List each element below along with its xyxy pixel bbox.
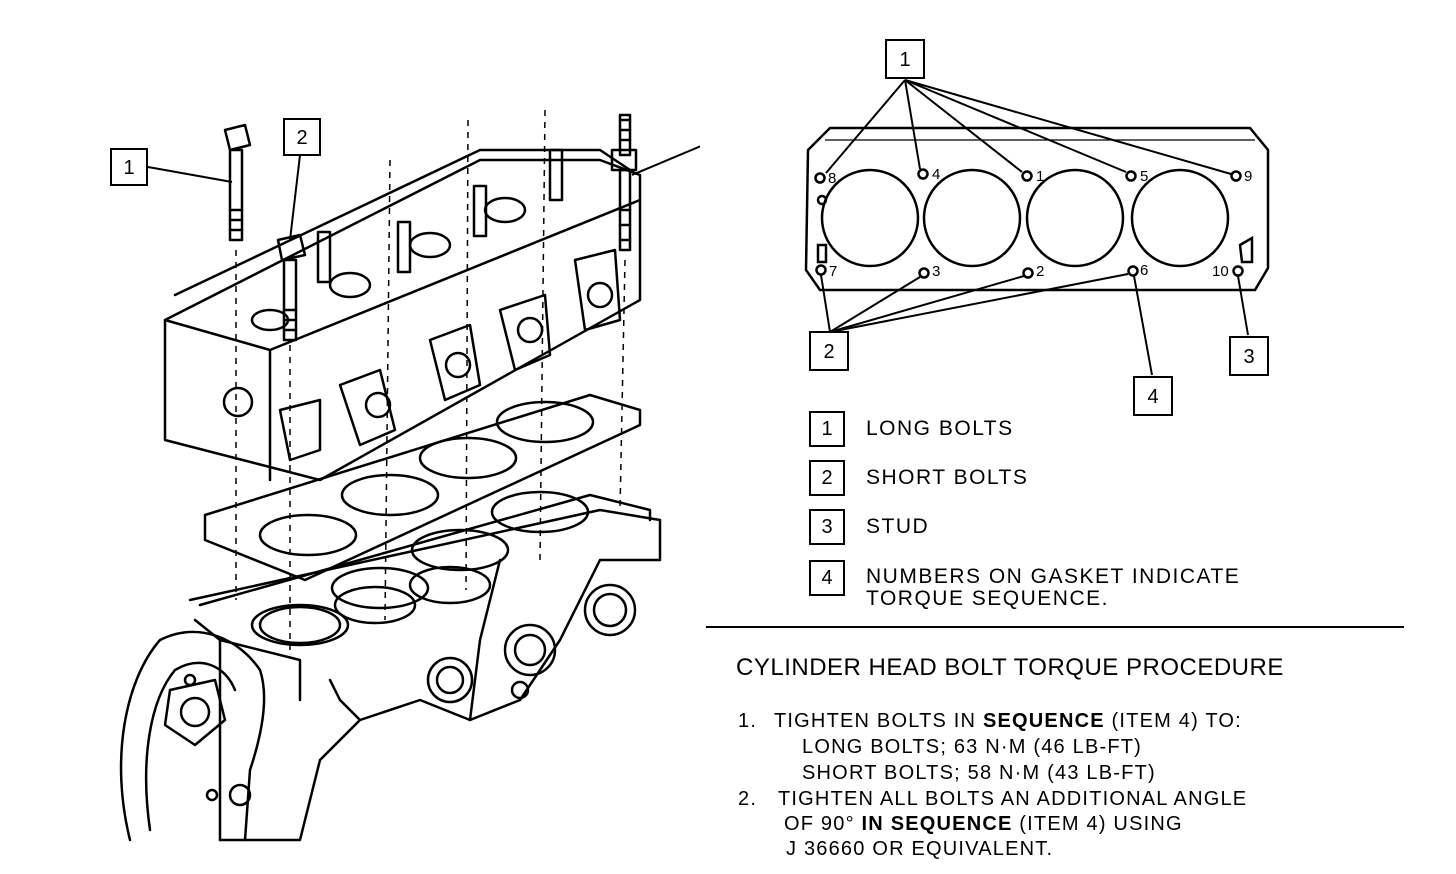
step-1-line-1: TIGHTEN BOLTS IN SEQUENCE (ITEM 4) TO: [774,708,1242,734]
step-2-pre: OF 90° [784,813,862,835]
long-bolt [223,123,252,242]
legend-text-4b: TORQUE SEQUENCE. [866,587,1109,610]
gasket-sequence-diagram: 8 4 1 5 9 7 3 2 6 10 1 2 3 4 [804,39,1270,416]
seq-top-1: 8 [828,170,836,187]
step-2-post: (ITEM 4) USING [1012,813,1183,835]
gasket-callout-1-label: 1 [899,49,910,71]
engine-callout-2: 2 [283,118,321,156]
step-1-bold: SEQUENCE [982,710,1105,732]
legend-num-3: 3 [809,509,845,545]
seq-top-3: 1 [1036,168,1044,185]
step-1-line-3: SHORT BOLTS; 58 N·M (43 LB-FT) [802,762,1156,784]
timing-cover [119,630,266,842]
engine-callout-1-label: 1 [123,157,134,179]
engine-exploded-illustration: 1 2 3 [110,109,700,842]
valve-springs [316,148,564,284]
legend-text-1: LONG BOLTS [866,417,1014,440]
gasket-sequence-top: 8 4 1 5 9 [828,166,1252,187]
legend-num-4: 4 [809,560,845,596]
seq-bottom-2: 3 [932,263,940,280]
seq-top-4: 5 [1140,168,1148,185]
gasket-sequence-bottom: 7 3 2 6 10 [829,262,1229,280]
seq-bottom-4: 6 [1140,262,1148,279]
step-2-bold: IN SEQUENCE [861,813,1013,835]
legend-num-1: 1 [809,411,845,447]
gasket-callout-2-label: 2 [823,341,834,363]
procedure-title: CYLINDER HEAD BOLT TORQUE PROCEDURE [736,654,1284,681]
engine-callout-2-label: 2 [296,127,307,149]
step-1-post: (ITEM 4) TO: [1104,710,1242,732]
alignment-lines [235,109,626,650]
cylinder-head [163,148,642,482]
divider [706,626,1404,628]
step-2-line-1: TIGHTEN ALL BOLTS AN ADDITIONAL ANGLE [778,788,1248,810]
legend-text-4: NUMBERS ON GASKET INDICATE [866,565,1241,588]
gasket-callout-1: 1 [885,39,925,79]
step-2-line-3: J 36660 OR EQUIVALENT. [786,838,1054,860]
gasket-callout-3: 3 [1229,336,1269,376]
step-2-number: 2. [738,788,758,810]
engine-callout-1: 1 [110,148,148,186]
stud [610,113,638,252]
gasket-callout-4: 4 [1133,376,1173,416]
seq-bottom-3: 2 [1036,263,1044,280]
engine-block [188,508,662,842]
seq-top-5: 9 [1244,168,1252,185]
step-1-number: 1. [738,710,758,732]
seq-bottom-5: 10 [1212,263,1229,280]
legend-num-2: 2 [809,460,845,496]
seq-bottom-1: 7 [829,263,837,280]
step-1-pre: TIGHTEN BOLTS IN [774,710,983,732]
gasket-callout-3-label: 3 [1243,346,1254,368]
legend-text-2: SHORT BOLTS [866,466,1029,489]
legend-text-3: STUD [866,515,930,538]
gasket-callout-2: 2 [809,331,849,371]
gasket-callout-4-label: 4 [1147,386,1158,408]
short-bolt [276,233,307,342]
seq-top-2: 4 [932,166,940,183]
step-2-line-2: OF 90° IN SEQUENCE (ITEM 4) USING [784,811,1183,837]
head-gasket [203,393,642,582]
step-1-line-2: LONG BOLTS; 63 N·M (46 LB-FT) [802,736,1143,758]
